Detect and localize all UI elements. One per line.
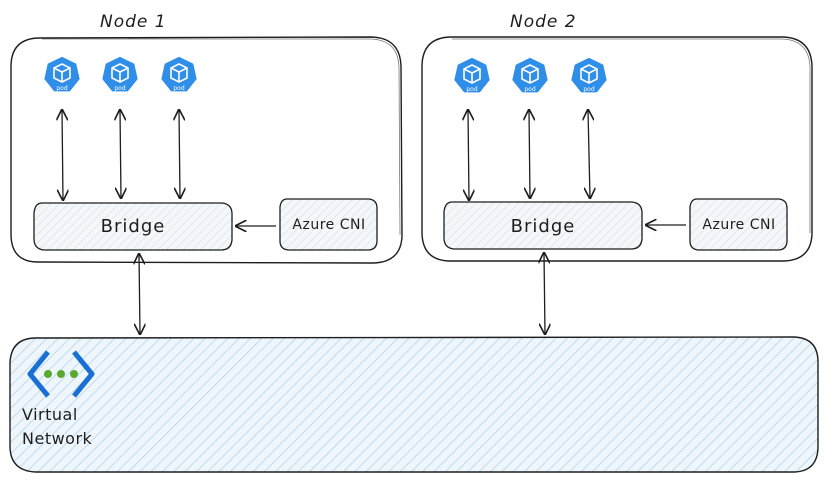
pod-bridge-arrow (120, 110, 121, 198)
azure-cni-box (279, 198, 378, 251)
bridge-vnet-arrow-2 (544, 253, 545, 334)
node-1-bridge: Bridge (33, 202, 233, 251)
azure-cni-label: Azure CNI (292, 217, 365, 233)
vnet-container (9, 336, 819, 473)
node-1-cni: Azure CNI (279, 198, 378, 251)
pod-label: pod (583, 86, 594, 93)
node-1-pod-2: pod (100, 55, 140, 93)
vnet-label-line2: Network (22, 429, 93, 448)
node-2-label: Node 2 (510, 12, 577, 32)
node-1: Node 1 pod pod pod Bridge (10, 12, 403, 264)
pod-bridge-arrow (468, 110, 469, 200)
vnet-label-line1: Virtual (22, 405, 78, 424)
node-2-bridge: Bridge (443, 201, 643, 250)
pod-label: pod (56, 85, 67, 92)
bridge-label: Bridge (101, 216, 166, 237)
node-1-pod-3: pod (159, 55, 199, 93)
pod-bridge-arrow (179, 110, 180, 198)
node-1-pod-arrows (62, 110, 180, 200)
node-2-pod-arrows (468, 110, 590, 200)
virtual-network-icon (27, 350, 95, 398)
node-1-pod-1: pod (42, 55, 82, 93)
bridge-box (33, 202, 233, 251)
node-2-container (421, 36, 813, 262)
node-2-pods: pod pod pod (452, 56, 609, 94)
node-2-pod-1: pod (452, 56, 492, 94)
azure-cni-label: Azure CNI (702, 217, 775, 233)
node-1-label: Node 1 (100, 12, 167, 32)
virtual-network: Virtual Network (9, 336, 819, 473)
bridge-vnet-arrow-1 (139, 254, 140, 334)
pod-bridge-arrow (529, 110, 530, 198)
pod-bridge-arrow (588, 110, 590, 198)
pod-label: pod (524, 86, 535, 93)
node-1-pods: pod pod pod (42, 55, 199, 93)
node-2-pod-2: pod (510, 56, 550, 94)
pod-label: pod (466, 86, 477, 93)
pod-label: pod (173, 85, 184, 92)
azure-cni-box (689, 198, 788, 251)
node-2-cni: Azure CNI (689, 198, 788, 251)
pod-label: pod (114, 85, 125, 92)
pod-bridge-arrow (62, 110, 63, 200)
node-2: Node 2 pod pod pod Bridge (421, 12, 813, 262)
node-1-container (10, 36, 403, 264)
node-2-pod-3: pod (569, 56, 609, 94)
bridge-label: Bridge (511, 216, 576, 237)
bridge-box (443, 201, 643, 250)
